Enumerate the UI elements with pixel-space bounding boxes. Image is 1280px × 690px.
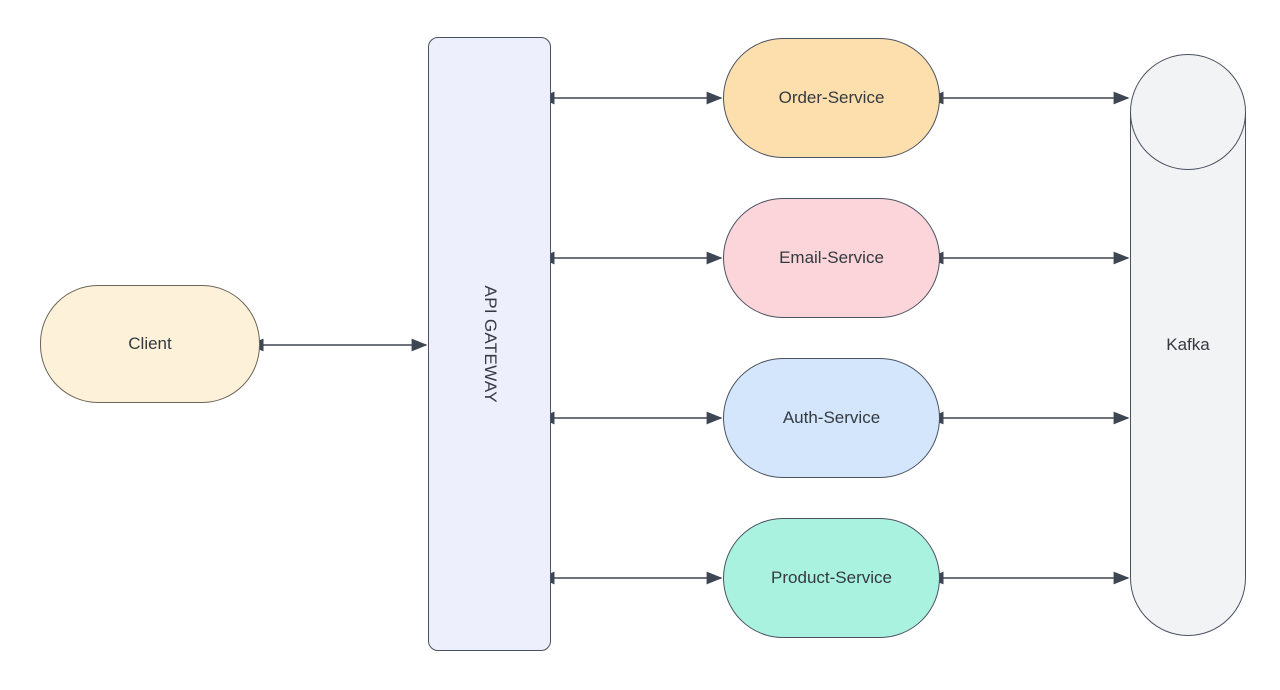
node-product-service[interactable]: Product-Service [723,518,940,638]
node-kafka[interactable]: Kafka [1130,54,1246,636]
node-api-gateway[interactable]: API GATEWAY [428,37,551,651]
kafka-cylinder-top-ellipse [1130,54,1246,170]
node-api-gateway-label: API GATEWAY [480,285,500,403]
node-auth-service[interactable]: Auth-Service [723,358,940,478]
node-order-service-label: Order-Service [778,87,885,107]
node-product-service-label: Product-Service [771,567,892,587]
node-email-service-label: Email-Service [779,247,884,267]
node-client-label: Client [128,333,172,353]
node-auth-service-label: Auth-Service [782,407,881,427]
node-client[interactable]: Client [40,285,260,403]
node-order-service[interactable]: Order-Service [723,38,940,158]
kafka-cylinder-body [1130,112,1246,636]
node-email-service[interactable]: Email-Service [723,198,940,318]
node-kafka-label: Kafka [1166,335,1210,354]
